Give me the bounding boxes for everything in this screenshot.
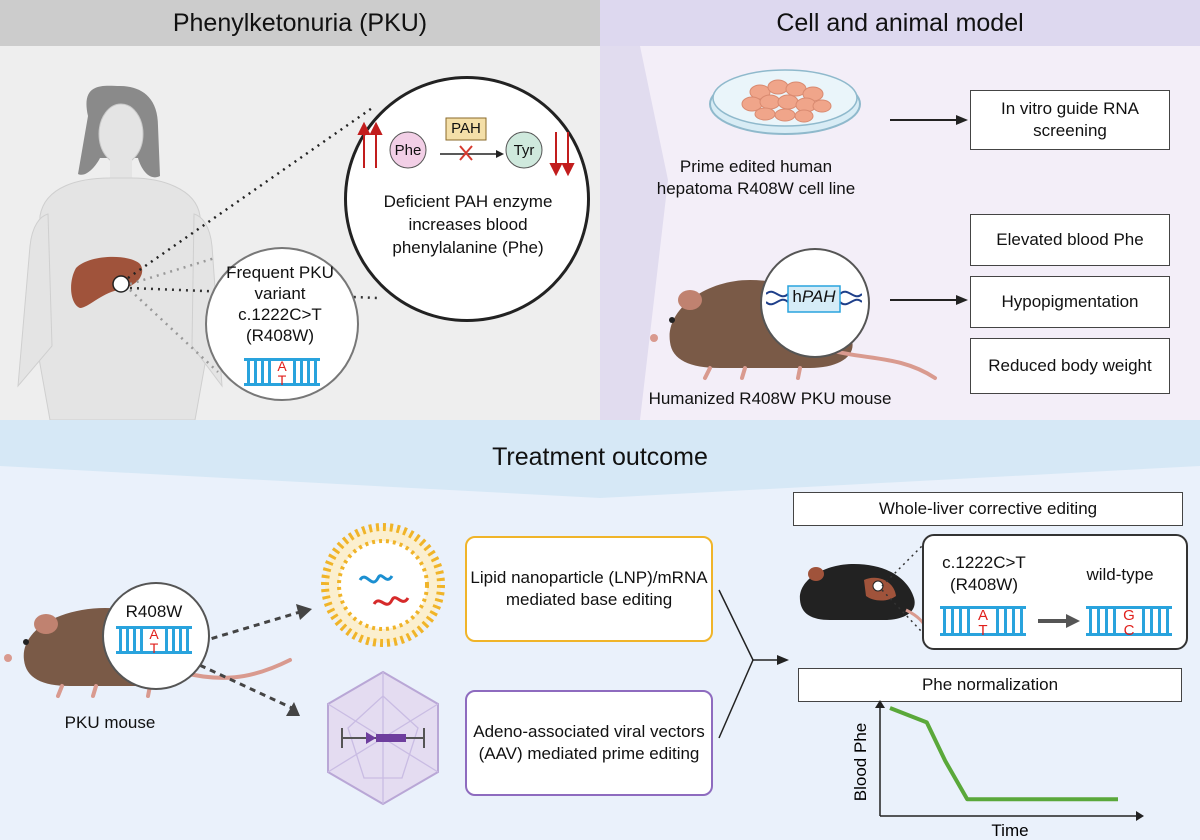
variant-caption: Frequent PKU variant c.1222C>T (R408W): [226, 263, 334, 345]
dna-variant-icon: A T: [244, 358, 320, 388]
before-edit-label: c.1222C>T (R408W): [942, 553, 1026, 594]
enzyme-caption: Deficient PAH enzyme increases blood phe…: [383, 192, 553, 257]
outcome-hypopigmentation: Hypopigmentation: [970, 276, 1170, 328]
after-edit-label: wild-type: [1086, 565, 1154, 584]
variant-zoom-circle: [205, 247, 359, 401]
mouse-model-label: Humanized R408W PKU mouse: [648, 389, 892, 408]
cell-outcome-box: In vitro guide RNA screening: [970, 90, 1170, 150]
cell-arrow: [890, 115, 968, 125]
pah-enzyme-label: PAH: [451, 120, 481, 137]
svg-text:T: T: [978, 622, 987, 639]
svg-text:G: G: [1123, 607, 1135, 624]
svg-text:A: A: [978, 607, 988, 624]
hpah-gene-label: hPAH: [792, 287, 836, 306]
outcome-elevated-phe: Elevated blood Phe: [970, 214, 1170, 266]
x-axis-label: Time: [991, 821, 1028, 840]
phe-normalization-chart: Blood Phe Time: [851, 700, 1144, 840]
petri-dish-illustration: [709, 69, 861, 135]
mouse-arrow: [890, 295, 968, 305]
hpah-gene-icon: [766, 285, 862, 313]
pku-mouse-label: PKU mouse: [64, 713, 156, 732]
series-line-0: [889, 706, 1118, 802]
enzyme-zoom-circle: [344, 76, 590, 322]
svg-text:A: A: [149, 626, 159, 642]
aav-method-box: Adeno-associated viral vectors (AAV) med…: [465, 690, 713, 796]
aav-illustration: [327, 670, 439, 806]
edit-dna-diagram: A T G C: [940, 606, 1172, 639]
phe-node: Phe: [394, 142, 422, 159]
treatment-dna-icon: A T: [116, 626, 192, 656]
pku-panel-title: Phenylketonuria (PKU): [172, 9, 428, 37]
svg-text:T: T: [278, 372, 287, 388]
lnp-method-box: Lipid nanoparticle (LNP)/mRNA mediated b…: [465, 536, 713, 642]
svg-text:T: T: [150, 640, 159, 656]
phe-normalization-title: Phe normalization: [798, 668, 1182, 702]
y-axis-label: Blood Phe: [851, 723, 870, 801]
treatment-variant-label: R408W: [125, 602, 183, 621]
human-figure-illustration: [17, 85, 379, 420]
treatment-panel-title: Treatment outcome: [492, 443, 708, 471]
svg-text:A: A: [277, 358, 287, 374]
liver-shape: [71, 256, 143, 308]
lnp-illustration: [321, 523, 445, 647]
cell-line-label: Prime edited human hepatoma R408W cell l…: [656, 157, 856, 198]
model-panel-title: Cell and animal model: [776, 9, 1024, 37]
outcome-reduced-weight: Reduced body weight: [970, 338, 1170, 394]
phe-tyr-reaction: [357, 117, 575, 177]
mouse-zoom-circle: [760, 248, 870, 358]
tyr-node: Tyr: [513, 142, 535, 159]
whole-liver-title: Whole-liver corrective editing: [793, 492, 1183, 526]
converge-arrows: [718, 589, 789, 739]
edited-mouse-illustration: [799, 545, 930, 633]
svg-text:C: C: [1124, 622, 1135, 639]
